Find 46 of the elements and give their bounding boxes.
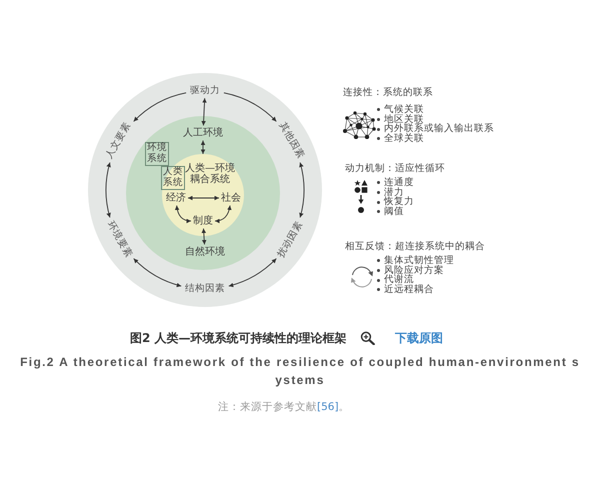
arrow <box>188 196 220 200</box>
factor-label: 环境要素 <box>104 220 134 260</box>
figure-caption: 图2 人类—环境系统可持续性的理论框架 <box>130 330 347 346</box>
factor-label: 结构因素 <box>185 284 225 294</box>
factor-label: 人文要素 <box>104 120 134 160</box>
list-item: 风险应对方案 <box>384 266 444 276</box>
reference-link: [56] <box>317 401 339 413</box>
arrow <box>175 205 192 224</box>
figure-caption: Fig.2 A theoretical framework of the resilience of coupled human-environment s ystems <box>19 354 581 389</box>
center-label: 人类—环境耦合系统 <box>184 163 236 185</box>
arrow <box>200 140 206 154</box>
source-note: 注：来源于参考文献[56]。 <box>218 400 350 414</box>
label: 经济 <box>166 192 186 204</box>
section-heading: 连接性：系统的联系 <box>343 87 433 99</box>
arrow <box>201 98 207 126</box>
list-item: 阈值 <box>384 207 404 217</box>
arrow <box>106 162 112 218</box>
arrow <box>133 92 187 122</box>
label-box: 人类系统 <box>161 166 185 190</box>
arrow <box>133 258 182 287</box>
list-item: 代谢流 <box>384 275 414 286</box>
list-item: 近远程耦合 <box>384 285 434 295</box>
label-box: 环境系统 <box>145 142 169 166</box>
download-link: 下载原图 <box>395 330 443 346</box>
list-item: 连通度 <box>384 178 414 188</box>
factor-label: 其他因素 <box>276 120 306 160</box>
arrow <box>298 162 304 218</box>
arrow <box>228 258 277 287</box>
label: 自然环境 <box>185 246 225 258</box>
section-heading: 动力机制：适应性循环 <box>345 163 445 175</box>
list-item: 恢复力 <box>384 197 414 208</box>
factor-label: 扰动因素 <box>276 220 306 260</box>
arrow <box>223 92 277 122</box>
arrow <box>214 205 232 224</box>
section-heading: 相互反馈：超连接系统中的耦合 <box>345 241 485 253</box>
list-item: 气候关联 <box>384 105 424 115</box>
label: 人工环境 <box>183 128 223 138</box>
list-item: 内外联系或输入输出联系 <box>384 124 494 134</box>
list-item: 集体式韧性管理 <box>384 256 454 266</box>
label: 制度 <box>193 216 213 226</box>
list-item: 地区关联 <box>384 114 424 124</box>
factor-label: 驱动力 <box>190 86 220 96</box>
list-item: 全球关联 <box>384 134 424 144</box>
arrow <box>202 228 206 245</box>
list-item: 潜力 <box>384 188 404 198</box>
label: 社会 <box>221 192 241 204</box>
